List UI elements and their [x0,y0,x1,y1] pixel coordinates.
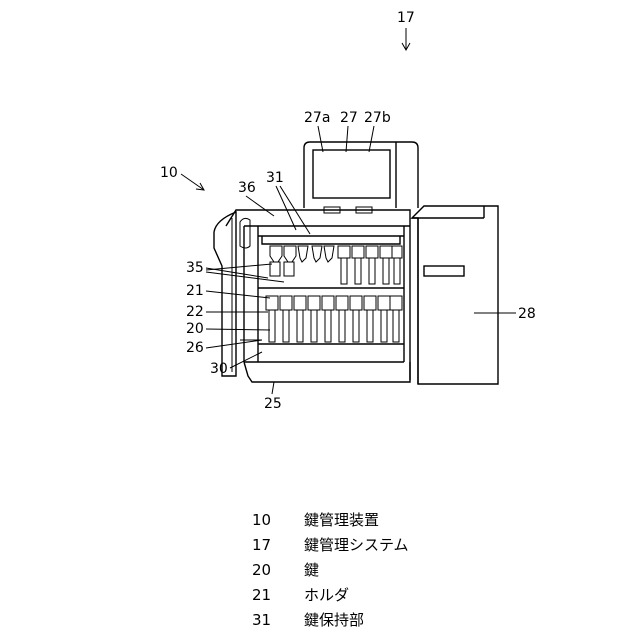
label-21: 21 [186,283,204,299]
label-26: 26 [186,340,204,356]
label-30: 30 [210,361,228,377]
leader-20 [206,329,270,330]
legend-name: 鍵管理システム [304,533,409,558]
display-unit [304,142,418,213]
lower-keys [266,296,402,342]
leader-26 [206,340,262,348]
leader-21 [206,291,270,298]
legend-number: 31 [252,608,304,633]
label-35: 35 [186,260,204,276]
label-27b: 27b [364,110,391,126]
legend-number: 10 [252,508,304,533]
legend-name: 鍵管理装置 [304,508,379,533]
legend-row: 31鍵保持部 [252,608,409,633]
legend-number: 20 [252,558,304,583]
label-20: 20 [186,321,204,337]
legend-row: 20鍵 [252,558,409,583]
leader-36 [246,196,274,216]
label-22: 22 [186,304,204,320]
display-leader-lines [318,126,374,152]
upper-keys-right [338,246,402,284]
leader-25 [272,382,274,394]
legend-row: 10鍵管理装置 [252,508,409,533]
leader-30 [230,352,262,368]
legend-name: 鍵保持部 [304,608,364,633]
arrow-10 [181,174,204,190]
label-28: 28 [518,306,536,322]
legend-number: 21 [252,583,304,608]
label-25: 25 [264,396,282,412]
upper-hooks-left [270,246,334,276]
reference-legend: 10鍵管理装置 17鍵管理システム 20鍵 21ホルダ 31鍵保持部 [252,508,409,633]
legend-number: 17 [252,533,304,558]
legend-name: 鍵 [304,558,319,583]
legend-row: 17鍵管理システム [252,533,409,558]
legend-row: 21ホルダ [252,583,409,608]
label-31: 31 [266,170,284,186]
label-36: 36 [238,180,256,196]
label-27: 27 [340,110,358,126]
label-27a: 27a [304,110,330,126]
side-unit [412,206,498,384]
legend-name: ホルダ [304,583,349,608]
label-10: 10 [160,165,178,181]
arrow-17 [402,28,410,50]
label-17: 17 [397,10,415,26]
